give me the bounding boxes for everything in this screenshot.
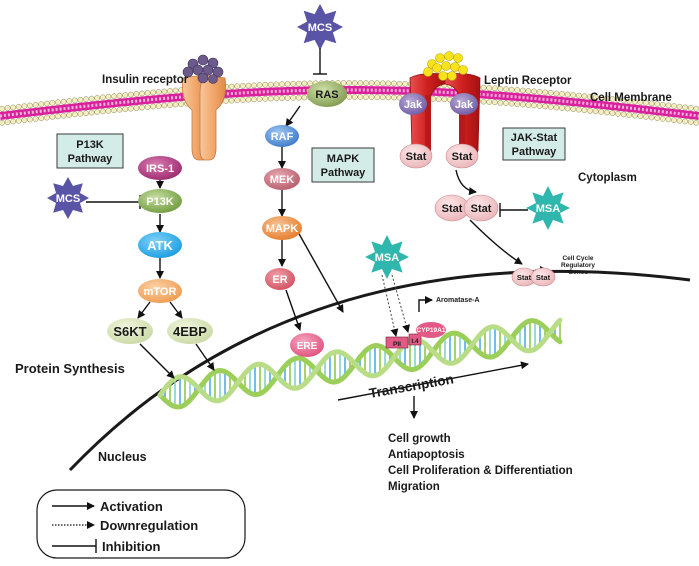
svg-text:P13K: P13K: [146, 196, 174, 208]
mapk-node: MAPK: [262, 216, 302, 240]
svg-text:MCS: MCS: [56, 193, 80, 205]
svg-text:MAPK: MAPK: [327, 153, 359, 165]
insulin-receptor: [182, 54, 226, 161]
jak-stat-pathway-box: JAK-Stat Pathway: [502, 127, 566, 161]
atk-node: ATK: [138, 232, 182, 258]
4ebp-node: 4EBP: [167, 318, 213, 344]
msa-downregulation-lines: [381, 274, 410, 337]
mtor-node: mTOR: [138, 279, 182, 303]
svg-text:ER: ER: [272, 274, 287, 286]
svg-text:JAK-Stat: JAK-Stat: [511, 132, 558, 144]
cyp19a1-gene: CYP19A1: [416, 322, 446, 338]
svg-text:P13K: P13K: [76, 139, 104, 151]
s6kt-node: S6KT: [107, 318, 153, 344]
outcomes-list: Cell growth Antiapoptosis Cell Prolifera…: [388, 433, 573, 493]
cell-membrane-label: Cell Membrane: [590, 92, 672, 104]
cytoplasm-label: Cytoplasm: [578, 172, 637, 184]
svg-text:Cell Cycle: Cell Cycle: [562, 255, 593, 262]
ras-node: RAS: [307, 81, 347, 107]
p13k-node: P13K: [138, 189, 182, 213]
svg-text:Stat: Stat: [452, 151, 473, 163]
mcs-star-left: MCS: [47, 177, 89, 219]
svg-text:Pathway: Pathway: [68, 153, 114, 165]
cell-cycle-genes-label: Cell Cycle Regulatory Genes: [561, 255, 595, 276]
svg-text:Stat: Stat: [517, 273, 532, 282]
svg-text:MSA: MSA: [375, 252, 400, 264]
svg-text:MAPK: MAPK: [266, 223, 298, 235]
svg-text:RAF: RAF: [271, 131, 294, 143]
svg-text:ATK: ATK: [147, 238, 173, 253]
nucleus-label: Nucleus: [98, 450, 147, 464]
irs1-node: IRS-1: [138, 156, 182, 180]
legend-downregulation-label: Downregulation: [100, 518, 198, 533]
legend-activation-label: Activation: [100, 499, 163, 514]
stat-dimer-cytoplasm: Stat Stat: [434, 194, 499, 222]
svg-text:Genes: Genes: [568, 269, 588, 276]
svg-text:MSA: MSA: [536, 203, 561, 215]
legend: Activation Downregulation Inhibition: [36, 489, 246, 559]
promoter-region: PII I.4: [385, 333, 422, 349]
ere-node: ERE: [290, 333, 324, 357]
dna-helix: [157, 317, 563, 410]
svg-text:mTOR: mTOR: [144, 286, 177, 298]
svg-text:4EBP: 4EBP: [173, 324, 207, 339]
svg-text:MEK: MEK: [270, 174, 295, 186]
mek-node: MEK: [264, 168, 300, 190]
jak-left: Jak: [399, 93, 427, 115]
svg-text:PII: PII: [393, 341, 401, 348]
svg-text:I.4: I.4: [411, 338, 419, 345]
svg-text:Stat: Stat: [471, 203, 492, 215]
svg-text:Regulatory: Regulatory: [561, 262, 595, 269]
svg-text:S6KT: S6KT: [113, 324, 146, 339]
leptin-ligand-cluster: [423, 51, 468, 81]
raf-node: RAF: [265, 125, 299, 147]
msa-star-center: MSA: [365, 235, 409, 279]
outcome-antiapoptosis: Antiapoptosis: [388, 449, 465, 461]
svg-text:MCS: MCS: [308, 22, 332, 34]
mapk-pathway-box: MAPK Pathway: [311, 147, 375, 183]
svg-text:CYP19A1: CYP19A1: [417, 327, 446, 334]
svg-text:IRS-1: IRS-1: [146, 163, 174, 175]
svg-text:Stat: Stat: [536, 273, 551, 282]
svg-text:Pathway: Pathway: [321, 167, 367, 179]
svg-text:Stat: Stat: [442, 203, 463, 215]
protein-synthesis-label: Protein Synthesis: [15, 361, 125, 376]
svg-text:ERE: ERE: [297, 341, 318, 352]
jak-right: Jak: [450, 93, 478, 115]
p13k-pathway-box: P13K Pathway: [56, 133, 124, 169]
svg-text:Stat: Stat: [406, 151, 427, 163]
legend-inhibition-label: Inhibition: [102, 539, 161, 554]
transcription-label: Transcription: [368, 371, 455, 401]
stat-left-receptor: Stat: [399, 143, 433, 169]
er-node: ER: [265, 268, 295, 290]
outcome-proliferation: Cell Proliferation & Differentiation: [388, 465, 573, 477]
insulin-ligand-cluster: [182, 54, 224, 84]
msa-star-right: MSA: [526, 186, 570, 230]
svg-text:Pathway: Pathway: [512, 146, 558, 158]
stat-dimer-nucleus: Stat Stat: [511, 267, 556, 287]
leptin-receptor-label: Leptin Receptor: [484, 75, 572, 87]
aromatase-label: Aromatase-A: [436, 297, 480, 304]
connectors: [86, 48, 548, 419]
insulin-receptor-label: Insulin receptor: [102, 74, 189, 86]
mcs-star-top: MCS: [297, 4, 343, 50]
outcome-cell-growth: Cell growth: [388, 433, 451, 445]
svg-text:Jak: Jak: [404, 99, 423, 111]
outcome-migration: Migration: [388, 481, 440, 493]
svg-text:Jak: Jak: [455, 99, 474, 111]
nuclear-envelope: [68, 269, 691, 472]
svg-text:RAS: RAS: [315, 89, 338, 101]
stat-right-receptor: Stat: [445, 143, 479, 169]
